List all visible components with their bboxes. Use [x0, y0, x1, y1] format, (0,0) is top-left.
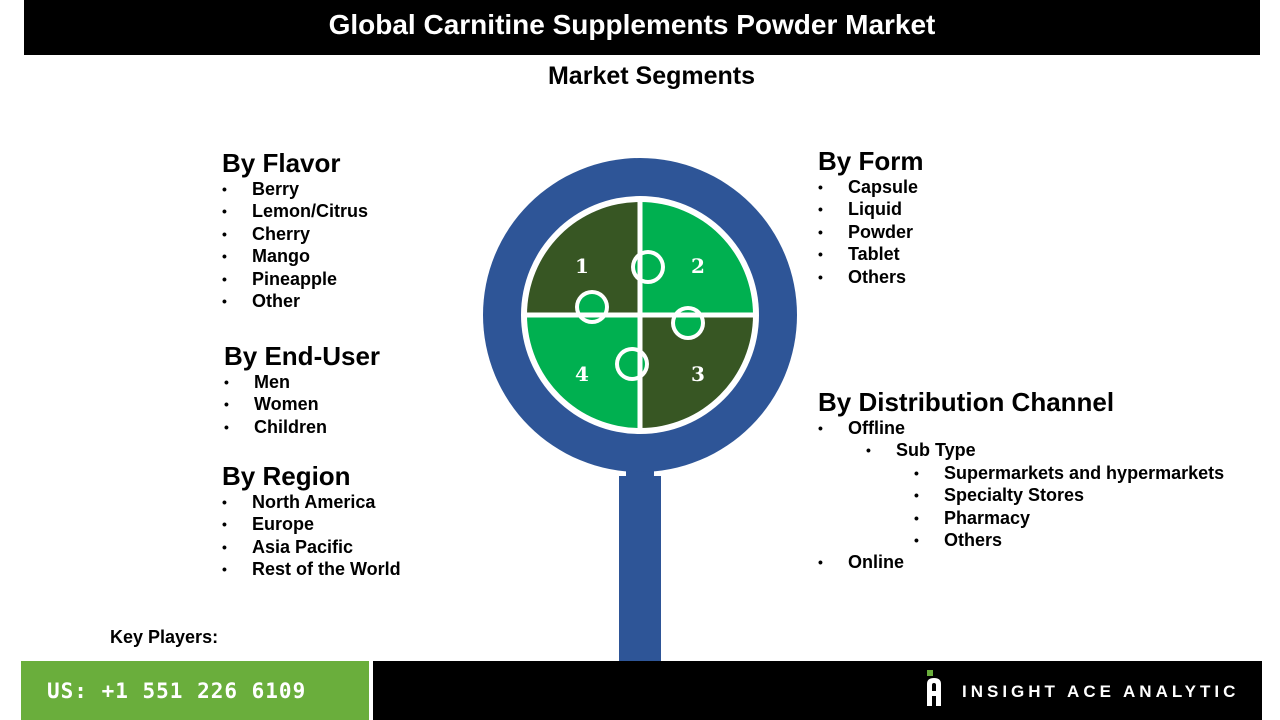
list-item: Pharmacy — [818, 507, 1224, 530]
list-item: Cherry — [222, 223, 368, 246]
list-item: Powder — [818, 221, 923, 244]
brand-name: INSIGHT ACE ANALYTIC — [962, 682, 1240, 701]
segment-form: By Form Capsule Liquid Powder Tablet Oth… — [818, 146, 923, 288]
segment-list: Men Women Children — [224, 371, 380, 439]
segment-heading: By Flavor — [222, 148, 341, 178]
phone-number: US: +1 551 226 6109 — [47, 679, 307, 703]
list-item: Europe — [222, 513, 401, 536]
segment-heading: By Form — [818, 146, 924, 176]
puzzle-piece-2 — [640, 202, 753, 315]
list-item: Tablet — [818, 243, 923, 266]
list-item: North America — [222, 491, 401, 514]
list-item: Mango — [222, 245, 368, 268]
segment-list: Capsule Liquid Powder Tablet Others — [818, 176, 923, 288]
phone-banner: US: +1 551 226 6109 — [21, 661, 369, 720]
title-bar: Global Carnitine Supplements Powder Mark… — [24, 0, 1260, 55]
list-item: Specialty Stores — [818, 484, 1224, 507]
list-item: Children — [224, 416, 380, 439]
list-item: Liquid — [818, 198, 923, 221]
segment-region: By Region North America Europe Asia Paci… — [222, 461, 401, 581]
list-item: Offline — [818, 417, 1224, 440]
page-subtitle: Market Segments — [547, 62, 756, 90]
list-item: Capsule — [818, 176, 923, 199]
brand-logo-icon — [927, 670, 941, 706]
list-item: Lemon/Citrus — [222, 200, 368, 223]
list-item: Rest of the World — [222, 558, 401, 581]
list-item: Others — [818, 266, 923, 289]
piece-label-2: 2 — [691, 254, 705, 278]
segment-distribution: By Distribution Channel Offline Sub Type… — [818, 387, 1224, 574]
list-item: Women — [224, 393, 380, 416]
key-players-label: Key Players: — [110, 627, 219, 647]
puzzle-piece-1 — [527, 202, 640, 315]
footer-bar — [373, 661, 1262, 720]
list-item: Asia Pacific — [222, 536, 401, 559]
list-item: Sub Type — [818, 439, 1224, 462]
puzzle-piece-3 — [640, 315, 753, 428]
puzzle-piece-4 — [527, 315, 640, 428]
segment-list: Offline Sub Type Supermarkets and hyperm… — [818, 417, 1224, 574]
piece-label-3: 3 — [691, 362, 705, 386]
piece-label-1: 1 — [575, 254, 589, 278]
segment-heading: By Distribution Channel — [818, 387, 1115, 417]
segment-list: North America Europe Asia Pacific Rest o… — [222, 491, 401, 581]
page-title: Global Carnitine Supplements Powder Mark… — [328, 9, 936, 40]
list-item: Supermarkets and hypermarkets — [818, 462, 1224, 485]
segment-flavor: By Flavor Berry Lemon/Citrus Cherry Mang… — [222, 148, 368, 313]
list-item: Other — [222, 290, 368, 313]
segment-heading: By End-User — [224, 341, 381, 371]
list-item: Pineapple — [222, 268, 368, 291]
segment-heading: By Region — [222, 461, 351, 491]
list-item: Online — [818, 551, 1224, 574]
list-item: Men — [224, 371, 380, 394]
magnifier-handle — [619, 476, 661, 662]
segment-list: Berry Lemon/Citrus Cherry Mango Pineappl… — [222, 178, 368, 313]
segment-end-user: By End-User Men Women Children — [224, 341, 381, 439]
piece-label-4: 4 — [575, 362, 589, 386]
list-item: Others — [818, 529, 1224, 552]
list-item: Berry — [222, 178, 368, 201]
